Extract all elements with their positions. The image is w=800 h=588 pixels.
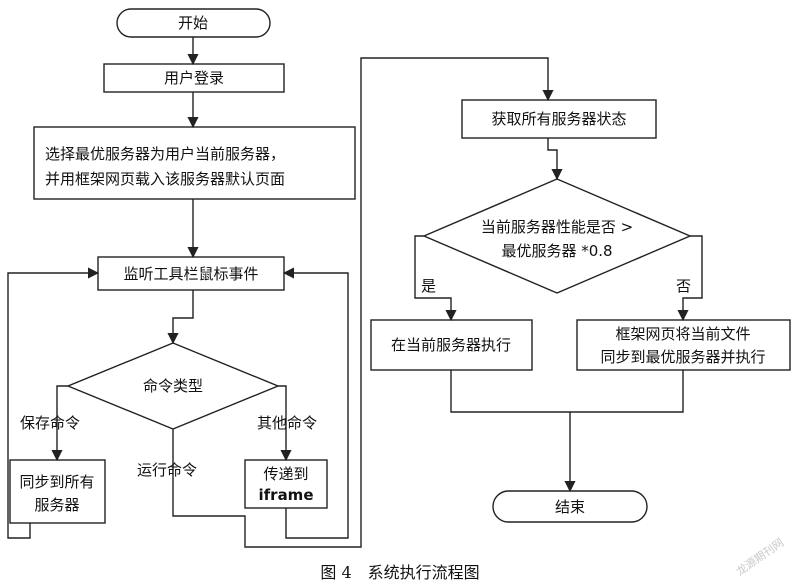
edge-pass-iframe-loop — [282, 267, 349, 539]
node-pass-iframe-line1: 传递到 — [263, 465, 308, 483]
figure-caption: 图 4 系统执行流程图 — [320, 563, 479, 582]
node-command-type: 命令类型 — [66, 342, 280, 430]
edge-label-run-command: 运行命令 — [137, 461, 197, 479]
watermark: 龙源期刊网 — [733, 535, 786, 578]
node-listen: 监听工具栏鼠标事件 — [97, 256, 285, 291]
node-decision-line2: 最优服务器 *0.8 — [501, 242, 612, 260]
node-pass-iframe: 传递到 iframe — [244, 459, 328, 509]
node-listen-label: 监听工具栏鼠标事件 — [123, 265, 258, 283]
edge-command-save — [51, 385, 68, 462]
node-select-server: 选择最优服务器为用户当前服务器， 并用框架网页载入该服务器默认页面 — [33, 126, 356, 200]
node-sync-all: 同步到所有 服务器 — [9, 459, 106, 524]
node-get-status: 获取所有服务器状态 — [461, 99, 657, 139]
node-sync-best: 框架网页将当前文件 同步到最优服务器并执行 — [576, 319, 791, 371]
node-select-server-line2: 并用框架网页载入该服务器默认页面 — [45, 170, 285, 188]
node-exec-current: 在当前服务器执行 — [370, 319, 533, 371]
node-sync-all-line2: 服务器 — [34, 496, 79, 514]
node-sync-best-line2: 同步到最优服务器并执行 — [600, 348, 765, 366]
edge-exec-current-merge — [450, 370, 570, 413]
edge-status-decision — [547, 138, 563, 181]
node-select-server-line1: 选择最优服务器为用户当前服务器， — [45, 145, 285, 163]
edge-label-other-command: 其他命令 — [257, 414, 317, 432]
node-get-status-label: 获取所有服务器状态 — [491, 110, 626, 128]
node-performance-decision: 当前服务器性能是否 > 最优服务器 *0.8 — [422, 178, 692, 294]
edge-command-run-to-status — [172, 57, 554, 548]
node-command-type-label: 命令类型 — [143, 377, 203, 395]
edge-command-other — [278, 385, 292, 462]
edge-decision-no — [677, 235, 703, 322]
edge-label-no: 否 — [676, 277, 691, 295]
edge-listen-command — [167, 290, 194, 345]
edge-label-yes: 是 — [421, 277, 436, 295]
edge-label-save-command: 保存命令 — [20, 414, 80, 432]
edge-sync-best-merge — [570, 370, 684, 413]
edge-sync-all-loop — [7, 267, 100, 539]
node-sync-best-line1: 框架网页将当前文件 — [615, 325, 750, 343]
node-decision-line1: 当前服务器性能是否 > — [481, 218, 633, 236]
node-pass-iframe-line2: iframe — [259, 486, 314, 504]
node-sync-all-line1: 同步到所有 — [19, 473, 94, 491]
node-login: 用户登录 — [103, 63, 285, 93]
edge-decision-yes — [414, 235, 457, 322]
node-start: 开始 — [116, 8, 271, 38]
node-end-label: 结束 — [555, 498, 585, 516]
node-exec-current-label: 在当前服务器执行 — [391, 336, 511, 354]
node-login-label: 用户登录 — [164, 69, 224, 87]
node-start-label: 开始 — [178, 14, 208, 32]
node-end: 结束 — [492, 490, 648, 523]
